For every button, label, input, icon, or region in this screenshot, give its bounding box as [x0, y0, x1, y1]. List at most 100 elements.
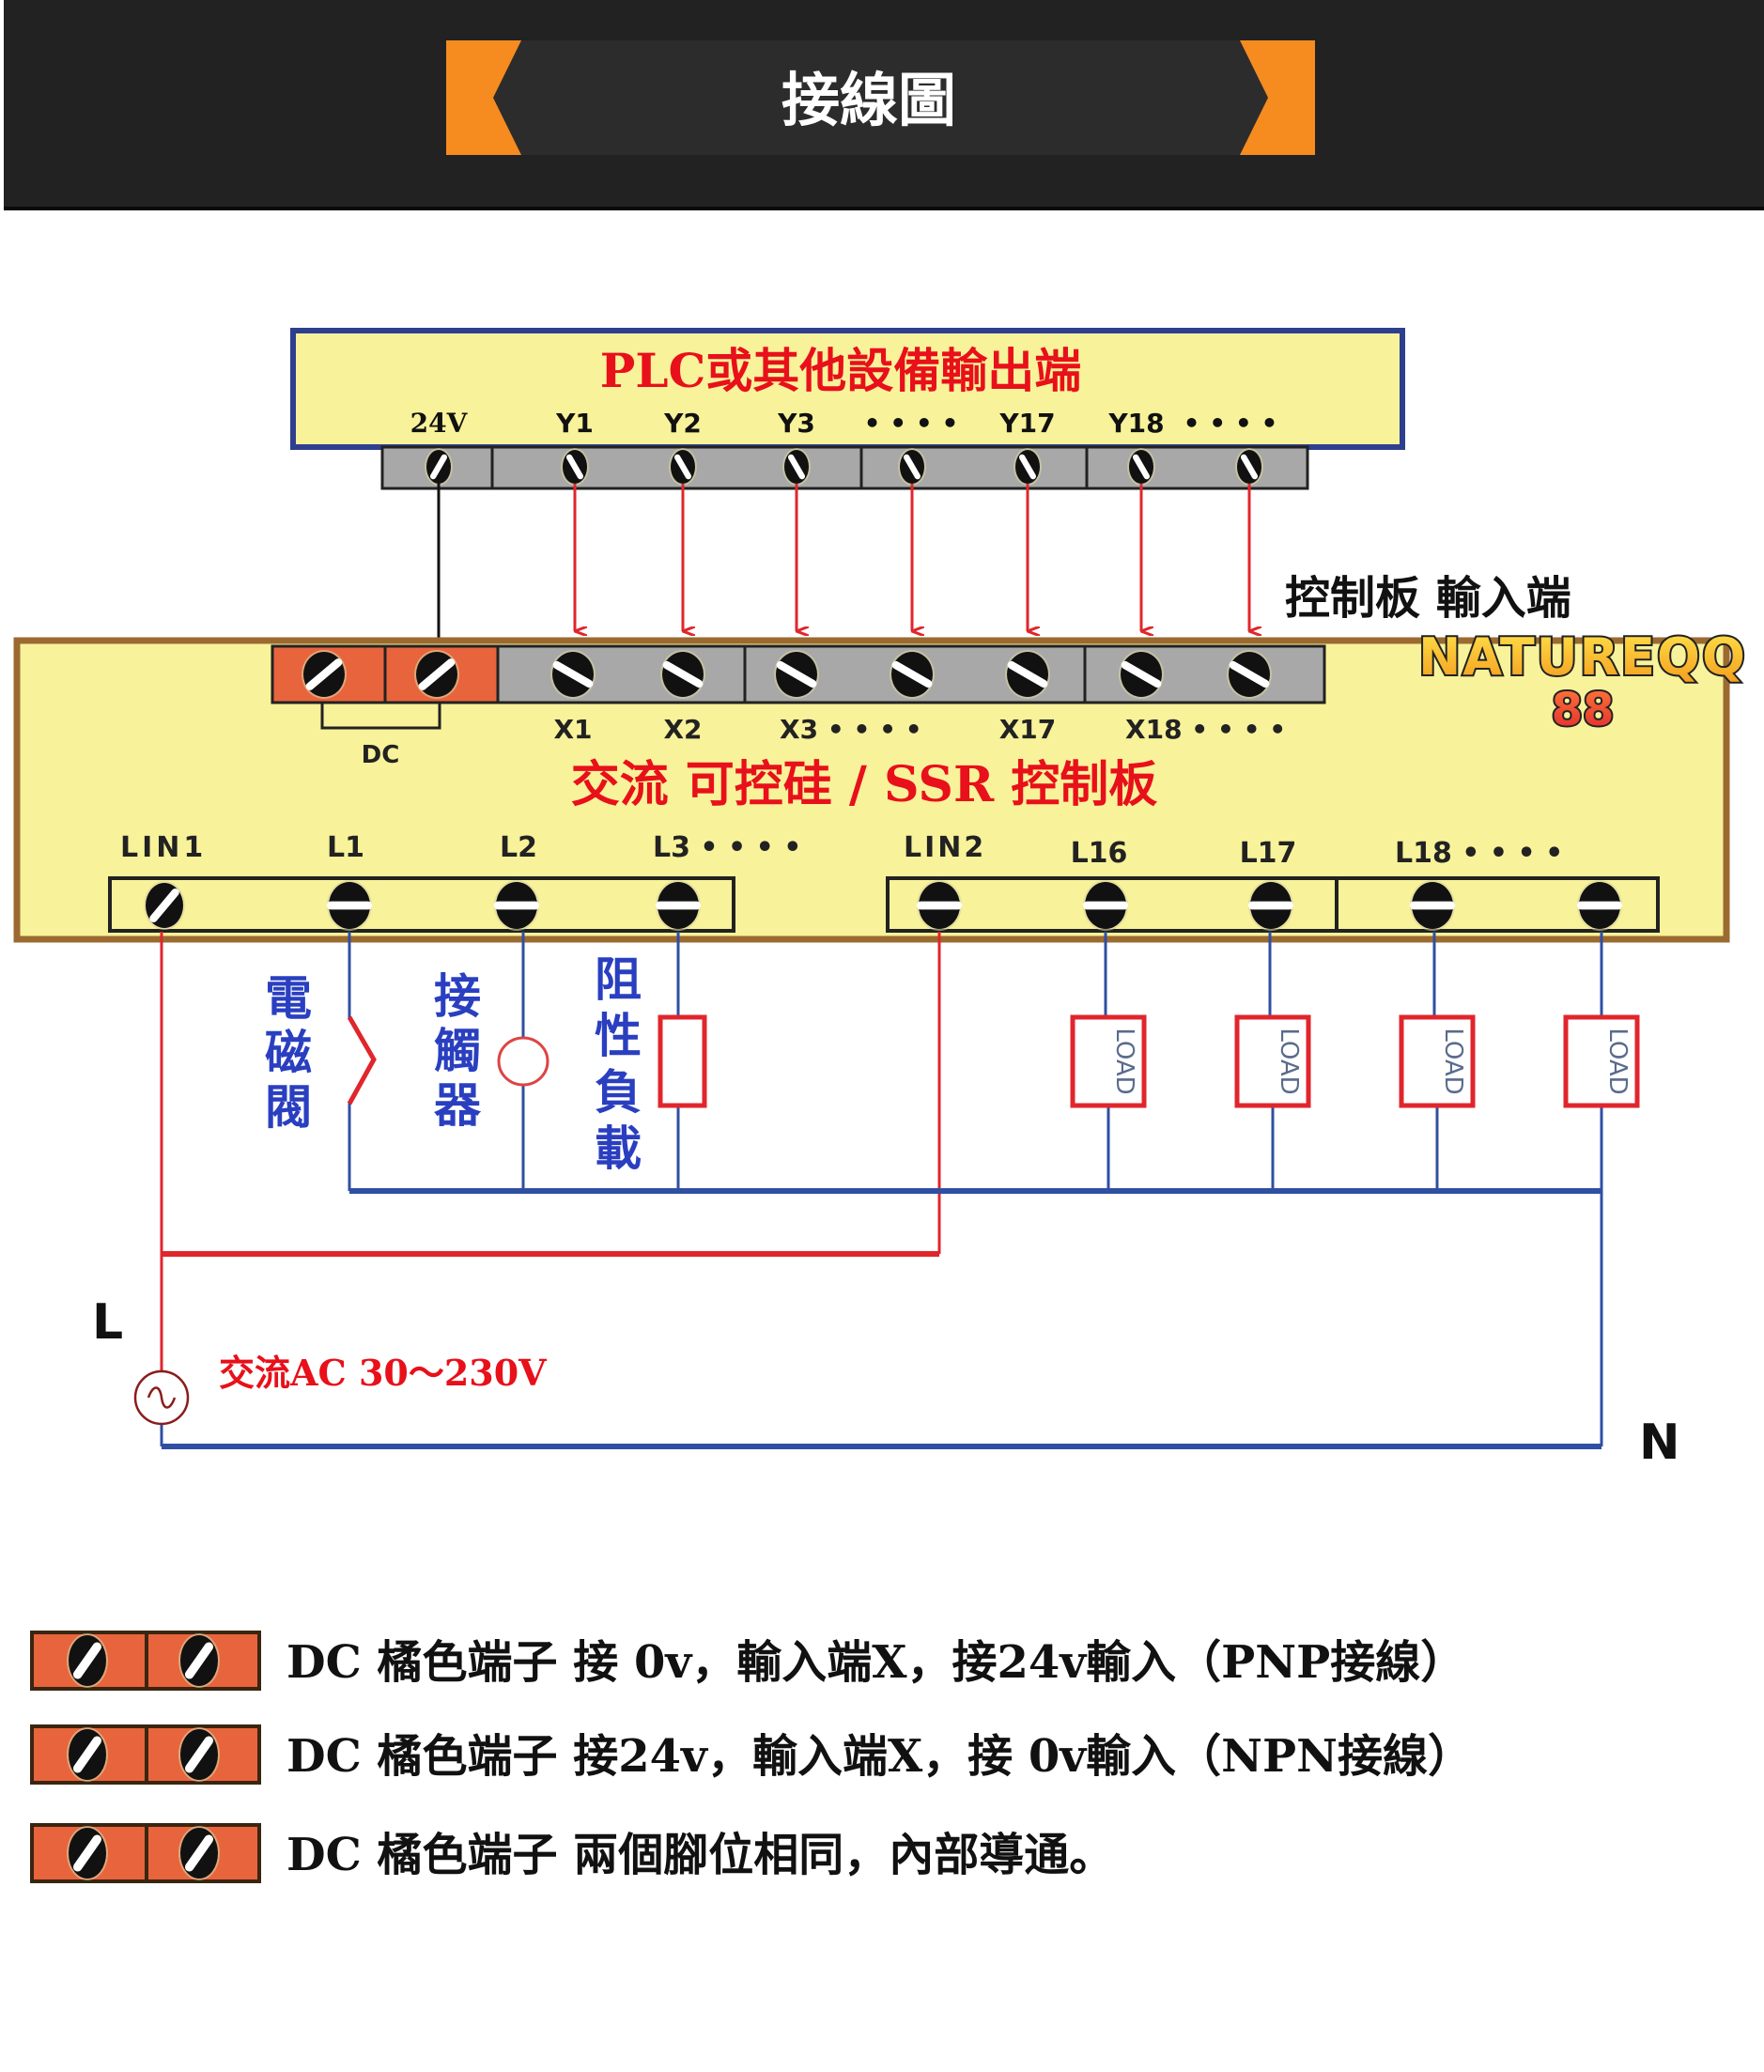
- sine-wave-icon: [147, 1386, 177, 1409]
- dc-label: DC: [362, 741, 400, 769]
- legend-text: DC 橘色端子 接24v，輸入端X，接 0v輸入（NPN接線）: [286, 1730, 1473, 1783]
- output-terminal-label: L3 • • • •: [653, 831, 801, 864]
- plc-terminal-dots: • • • •: [864, 408, 959, 439]
- input-terminal-label: X18 • • • •: [1125, 714, 1286, 745]
- plc-terminal-dots: • • • •: [1184, 408, 1278, 439]
- solenoid-valve-label: 電磁閥: [265, 970, 312, 1135]
- control-board: DC X1 X2 X3 • • • • X17 X18 • • • • 交流 可…: [13, 637, 1730, 943]
- legend-row: DC 橘色端子 兩個腳位相同，內部導通。: [30, 1823, 1114, 1883]
- output-terminal-label: LIN1: [120, 831, 207, 864]
- input-screws: [302, 650, 1272, 699]
- screw-icon: [178, 1826, 220, 1880]
- header-title-box: [446, 40, 1315, 155]
- screw-icon: [326, 880, 373, 931]
- legend-row: DC 橘色端子 接24v，輸入端X，接 0v輸入（NPN接線）: [30, 1724, 1473, 1785]
- board-title: 交流 可控硅 / SSR 控制板: [571, 756, 1158, 813]
- screw-icon: [655, 880, 702, 931]
- contactor-label: 接觸器: [434, 968, 482, 1133]
- load-boxes: LOAD LOAD LOAD LOAD: [1070, 932, 1640, 1191]
- plc-output-box: PLC或其他設備輸出端 24V Y1 Y2 Y3 • • • • Y17 Y18…: [290, 328, 1405, 490]
- screw-icon: [1082, 880, 1129, 931]
- screw-icon: [178, 1633, 220, 1688]
- screw-icon: [67, 1826, 108, 1880]
- screw-icon: [302, 650, 347, 699]
- resistor-icon: [658, 1014, 707, 1108]
- load-label: LOAD: [1603, 1028, 1632, 1094]
- load-box: LOAD: [1234, 932, 1311, 1191]
- screw-icon: [1409, 880, 1456, 931]
- plc-terminal-strip: [380, 445, 1309, 490]
- screw-icon: [178, 1727, 220, 1782]
- screw-icon: [1014, 448, 1042, 486]
- output-terminal-label: L1: [327, 831, 364, 864]
- screw-icon: [1227, 650, 1272, 699]
- output-terminal-label: L16: [1071, 837, 1128, 870]
- input-terminal-label: X1: [553, 714, 592, 745]
- output-terminal-label: LIN2: [904, 831, 986, 864]
- output-terminal-label: L18 • • • •: [1395, 837, 1563, 870]
- plc-terminal-label: 24V: [410, 408, 469, 439]
- plc-terminal-label: Y1: [555, 408, 594, 439]
- screw-icon: [782, 448, 811, 486]
- header-banner: 接線圖: [4, 0, 1764, 210]
- legend-text: DC 橘色端子 兩個腳位相同，內部導通。: [286, 1829, 1114, 1881]
- screw-icon: [1119, 650, 1164, 699]
- dc-bracket: [320, 703, 441, 730]
- output-terminal-label: L17: [1240, 837, 1297, 870]
- screw-icon: [414, 650, 459, 699]
- label-char: 電: [265, 970, 312, 1026]
- load-box: LOAD: [1399, 932, 1476, 1191]
- screw-icon: [1247, 880, 1294, 931]
- load-label: LOAD: [1439, 1028, 1467, 1094]
- watermark-line2: 88: [1552, 684, 1615, 736]
- plc-terminal-label: Y17: [998, 408, 1055, 439]
- screw-icon: [898, 448, 926, 486]
- line-label: L: [92, 1294, 123, 1351]
- label-char: 閥: [265, 1079, 312, 1135]
- load-label: LOAD: [1110, 1028, 1138, 1094]
- plc-screws: [425, 448, 1263, 486]
- screw-icon: [774, 650, 819, 699]
- legend-text: DC 橘色端子 接 0v，輸入端X，接24v輸入（PNP接線）: [286, 1636, 1465, 1689]
- contactor-coil-icon: [497, 1036, 549, 1087]
- dc-terminal-icon: [30, 1724, 261, 1785]
- page-title: 接線圖: [781, 66, 956, 134]
- screw-icon: [1576, 880, 1623, 931]
- header-shadow: [4, 207, 1764, 210]
- dc-terminal-icon: [30, 1631, 261, 1691]
- plc-terminal-label: Y3: [777, 408, 815, 439]
- input-terminal-label: X2: [663, 714, 702, 745]
- label-char: 器: [434, 1077, 482, 1133]
- label-char: 載: [595, 1121, 642, 1176]
- dc-terminal-icon: [30, 1823, 261, 1883]
- screw-icon: [660, 650, 705, 699]
- watermark-line1: NATUREQQ: [1418, 627, 1747, 687]
- input-terminal-label: X17: [999, 714, 1057, 745]
- label-char: 觸: [434, 1023, 481, 1078]
- right-chevron-icon: [1240, 40, 1315, 155]
- screw-icon: [425, 448, 453, 486]
- screw-icon: [493, 880, 540, 931]
- screw-icon: [916, 880, 963, 931]
- label-char: 接: [434, 968, 481, 1024]
- left-chevron-icon: [446, 40, 521, 155]
- screw-icon: [67, 1633, 108, 1688]
- output-screws: [144, 880, 1623, 931]
- screw-icon: [144, 881, 185, 930]
- plc-title: PLC或其他設備輸出端: [600, 343, 1082, 398]
- label-char: 磁: [265, 1025, 312, 1080]
- ac-source-label: 交流AC 30～230V: [219, 1352, 548, 1394]
- output-terminal-label: L2: [500, 831, 537, 864]
- label-char: 性: [595, 1008, 642, 1063]
- board-input-label: 控制板 輸入端: [1285, 572, 1571, 625]
- plc-terminal-label: Y2: [663, 408, 702, 439]
- plc-terminal-label: Y18: [1107, 408, 1164, 439]
- input-terminal-label: X3 • • • •: [780, 714, 922, 745]
- signal-arrows: [573, 484, 1249, 631]
- legend-row: DC 橘色端子 接 0v，輸入端X，接24v輸入（PNP接線）: [30, 1631, 1465, 1691]
- screw-icon: [669, 448, 697, 486]
- load-box: LOAD: [1563, 1014, 1640, 1108]
- load-label: LOAD: [1275, 1028, 1303, 1094]
